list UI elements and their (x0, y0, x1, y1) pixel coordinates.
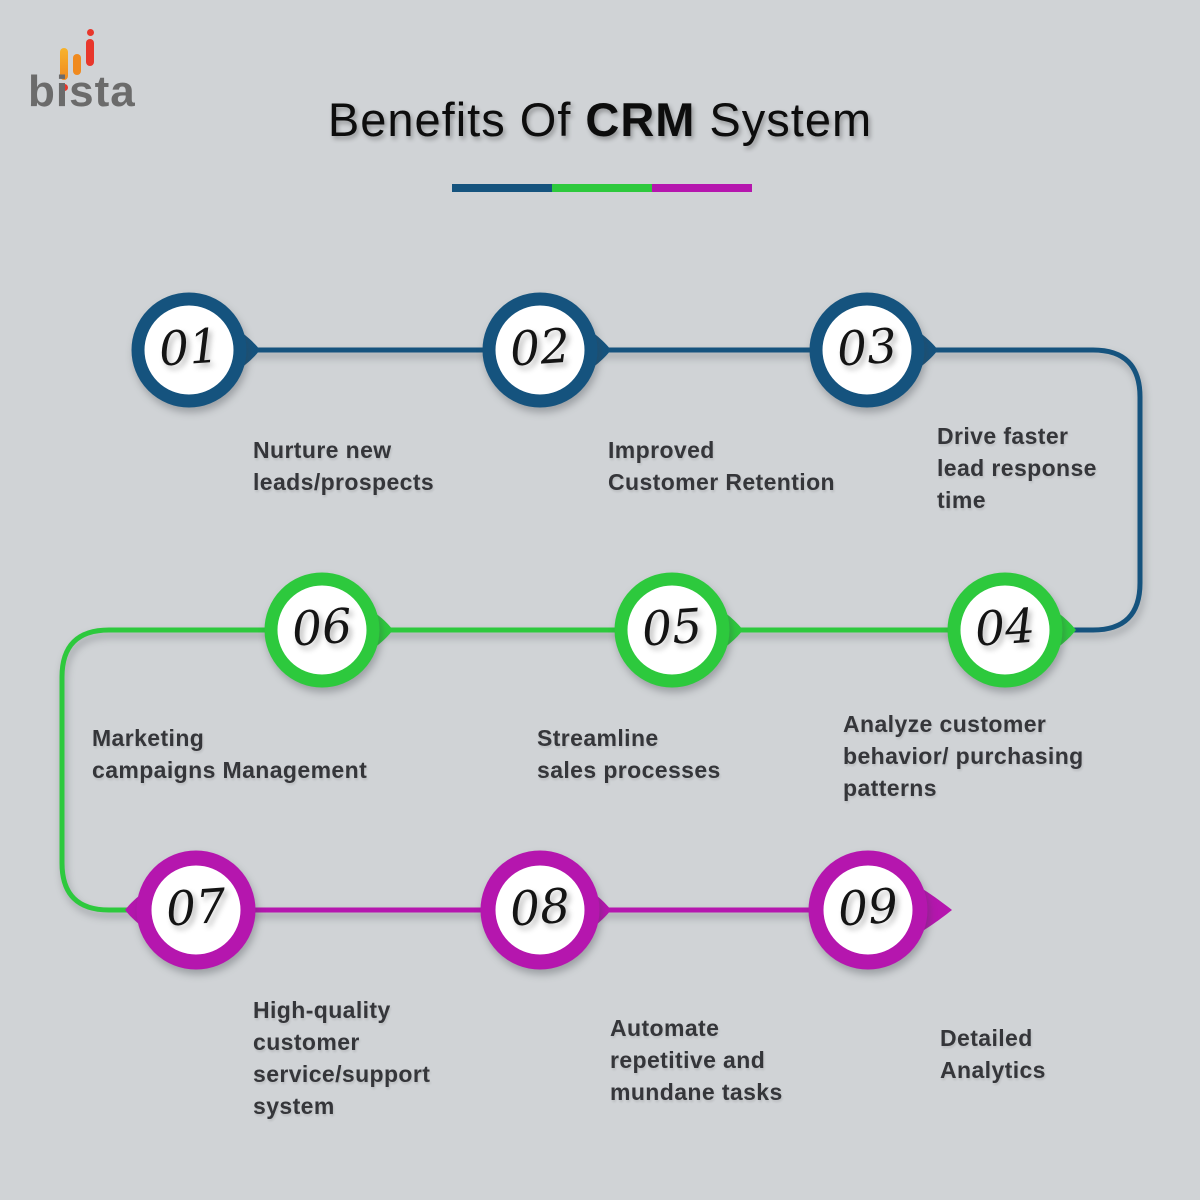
step-08-number: 08 (508, 878, 572, 938)
step-02-label: Improved Customer Retention (608, 437, 835, 495)
title-prefix: Benefits Of (327, 93, 572, 146)
step-02-circle (482, 292, 598, 408)
step-06-label: Marketing campaigns Management (92, 725, 368, 783)
step-06-circle (264, 572, 380, 688)
step-08-circle (480, 850, 600, 970)
step-06-number: 06 (290, 598, 354, 658)
logo-bar-amber (60, 48, 68, 80)
step-01-label: Nurture new leads/prospects (253, 437, 435, 495)
step-07-label: High-quality customer service/support sy… (253, 997, 431, 1119)
logo-chart-bars-icon (60, 29, 100, 94)
connector-row1-blue (189, 347, 1143, 633)
step-03-circle (809, 292, 925, 408)
step-02-number: 02 (508, 318, 572, 378)
connector-row2-green (59, 627, 1005, 913)
step-05-circle (614, 572, 730, 688)
step-09-number: 09 (836, 878, 900, 938)
step-08-label: Automate repetitive and mundane tasks (610, 1015, 783, 1105)
step-01-number: 01 (157, 318, 221, 378)
step-09-circle (808, 850, 928, 970)
title-underline (452, 184, 752, 192)
page-title: Benefits Of CRM System (0, 92, 1200, 147)
step-03-number: 03 (835, 318, 899, 378)
step-01-circle (131, 292, 247, 408)
step-07-circle (136, 850, 256, 970)
step-circles (131, 292, 1063, 970)
logo-bar-red (86, 39, 94, 66)
step-05-label: Streamline sales processes (537, 725, 721, 783)
bista-logo: bista (28, 26, 188, 120)
step-04-circle (947, 572, 1063, 688)
step-07-number: 07 (164, 878, 228, 938)
step-05-number: 05 (640, 598, 704, 658)
step-09-label: Detailed Analytics (940, 1025, 1046, 1083)
title-highlight: CRM (585, 93, 696, 146)
underline-magenta-segment (652, 184, 752, 192)
logo-dot-bottom (60, 84, 68, 91)
underline-navy-segment (452, 184, 552, 192)
logo-bar-orange (73, 54, 81, 75)
logo-dot-top (86, 29, 94, 36)
step-04-label: Analyze customer behavior/ purchasing pa… (843, 711, 1084, 801)
underline-green-segment (552, 184, 652, 192)
step-03-label: Drive faster lead response time (937, 423, 1097, 513)
step-04-number: 04 (973, 598, 1037, 658)
logo-wordmark: bista (28, 67, 136, 116)
title-suffix: System (709, 93, 873, 146)
